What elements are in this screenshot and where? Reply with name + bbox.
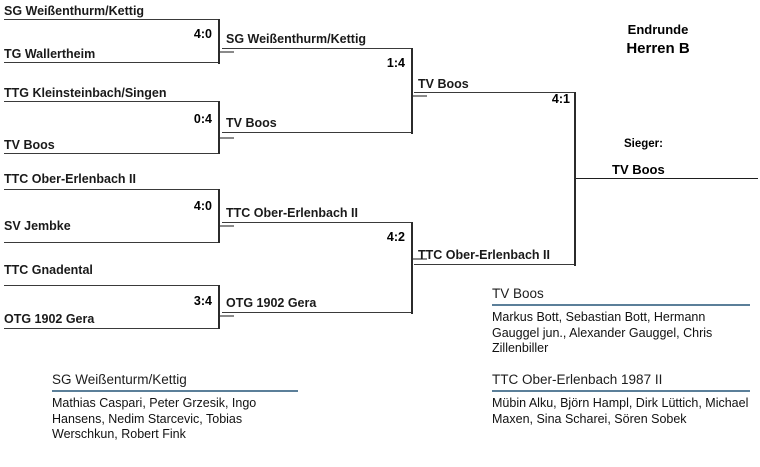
r2-m2-top-rule: [222, 222, 413, 223]
r2-m2-right-edge: [411, 222, 413, 314]
r2-m2-top-team: TTC Ober-Erlenbach II: [226, 206, 358, 220]
r1-m3-score: 4:0: [193, 199, 212, 213]
winner-rule: [576, 178, 758, 179]
roster-player-list: Mathias Caspari, Peter Grzesik, Ingo Han…: [52, 396, 257, 441]
r1-m2-top-rule: [4, 101, 220, 102]
r1-m3-top-team: TTC Ober-Erlenbach II: [4, 172, 136, 186]
roster-player-list: Mübin Alku, Björn Hampl, Dirk Lüttich, M…: [492, 396, 749, 426]
r2-m1-top-team: SG Weißenthurm/Kettig: [226, 32, 367, 46]
r1-m2-connector: [220, 137, 234, 139]
r1-m1-top-team: SG Weißenthurm/Kettig: [4, 4, 145, 18]
r1-m3-right-edge: [218, 189, 220, 243]
r1-m4-bottom-team: OTG 1902 Gera: [4, 312, 95, 326]
r2-m1-right-edge: [411, 48, 413, 134]
roster-team-name: TTC Ober-Erlenbach 1987 II: [492, 372, 663, 387]
final-score: 4:1: [551, 92, 570, 106]
r1-m1-score: 4:0: [193, 27, 212, 41]
r1-m1-right-edge: [218, 19, 220, 64]
r1-m2-right-edge: [218, 101, 220, 154]
r2-m2-connector: [413, 258, 427, 260]
r2-m2-bottom-rule: [222, 312, 413, 313]
r2-m1-bottom-rule: [222, 132, 413, 133]
r1-m1-bottom-rule: [4, 62, 220, 63]
roster-divider: [492, 304, 750, 306]
r1-m2-score: 0:4: [193, 112, 212, 126]
roster-divider: [52, 390, 298, 392]
page-title: Herren B: [626, 40, 690, 57]
final-right-edge: [574, 92, 576, 266]
r2-m1-bottom-team: TV Boos: [226, 116, 277, 130]
header-subtitle: Endrunde: [627, 22, 689, 37]
r1-m1-top-rule: [4, 19, 220, 20]
roster-tv-boos: TV Boos Markus Bott, Sebastian Bott, Her…: [492, 286, 750, 357]
r1-m2-top-team: TTG Kleinsteinbach/Singen: [4, 86, 167, 100]
r1-m4-top-team: TTC Gnadental: [4, 263, 93, 277]
roster-player-list: Markus Bott, Sebastian Bott, Hermann Gau…: [492, 310, 713, 355]
roster-team-name: SG Weißenturm/Kettig: [52, 372, 187, 387]
final-bottom-rule: [414, 264, 576, 265]
roster-sg-weissenturm-kettig: SG Weißenturm/Kettig Mathias Caspari, Pe…: [52, 372, 298, 443]
r2-m1-top-rule: [222, 48, 413, 49]
winner-name: TV Boos: [612, 162, 665, 177]
final-bottom-team: TTC Ober-Erlenbach II: [418, 248, 550, 262]
r1-m1-connector: [220, 51, 234, 53]
r2-m1-connector: [413, 95, 427, 97]
roster-team-name: TV Boos: [492, 286, 544, 301]
winner-label: Sieger:: [624, 138, 663, 150]
r1-m4-score: 3:4: [193, 294, 212, 308]
roster-ttc-ober-erlenbach-1987-ii: TTC Ober-Erlenbach 1987 II Mübin Alku, B…: [492, 372, 750, 427]
r1-m3-connector: [220, 225, 234, 227]
r1-m3-bottom-team: SV Jembke: [4, 219, 71, 233]
r2-m2-bottom-team: OTG 1902 Gera: [226, 296, 317, 310]
final-top-rule: [414, 92, 576, 93]
final-top-team: TV Boos: [418, 77, 469, 91]
r1-m2-bottom-team: TV Boos: [4, 138, 55, 152]
r1-m1-bottom-team: TG Wallertheim: [4, 47, 96, 61]
r1-m4-connector: [220, 315, 234, 317]
r2-m1-score: 1:4: [386, 56, 405, 70]
r1-m4-bottom-rule: [4, 328, 220, 329]
r1-m2-bottom-rule: [4, 153, 220, 154]
roster-divider: [492, 390, 750, 392]
r1-m3-bottom-rule: [4, 242, 220, 243]
r1-m4-right-edge: [218, 285, 220, 329]
r1-m4-top-rule: [4, 285, 220, 286]
r1-m3-top-rule: [4, 189, 220, 190]
r2-m2-score: 4:2: [386, 230, 405, 244]
